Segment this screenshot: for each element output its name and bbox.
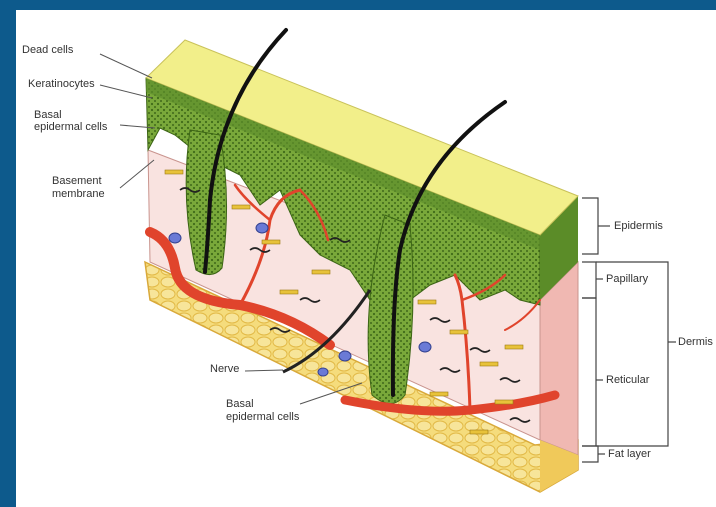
label-basal-epidermal-bottom-line1: Basal <box>226 398 254 411</box>
label-keratinocytes: Keratinocytes <box>28 78 95 91</box>
layer-brackets <box>582 198 676 462</box>
label-basal-epidermal-top-line2: epidermal cells <box>34 121 107 134</box>
label-papillary: Papillary <box>606 273 648 286</box>
label-dermis: Dermis <box>678 336 713 349</box>
label-epidermis: Epidermis <box>614 220 663 233</box>
label-reticular: Reticular <box>606 374 649 387</box>
label-basal-epidermal-bottom-line2: epidermal cells <box>226 411 299 424</box>
label-basement-membrane-line1: Basement <box>52 175 102 188</box>
label-basement-membrane-line2: membrane <box>52 188 105 201</box>
label-fat-layer: Fat layer <box>608 448 651 461</box>
label-dead-cells: Dead cells <box>22 44 73 57</box>
label-nerve: Nerve <box>210 363 239 376</box>
